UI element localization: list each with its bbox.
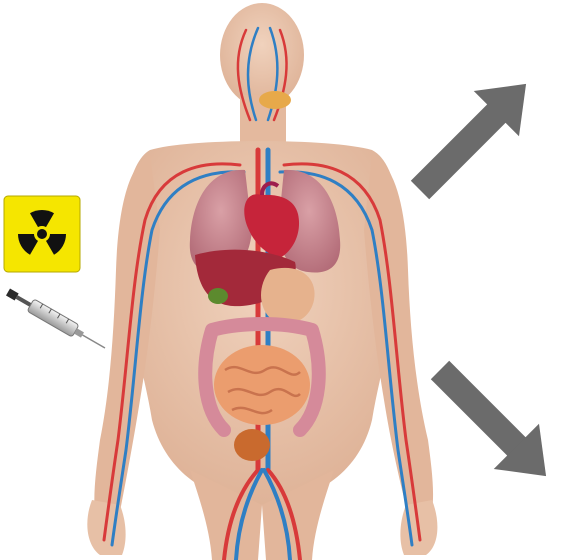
thyroid <box>259 91 291 109</box>
arrow-down-right-icon <box>417 347 568 498</box>
bladder <box>234 429 270 461</box>
stomach <box>261 268 315 323</box>
gallbladder <box>208 288 228 304</box>
arrow-up-right-icon <box>397 61 548 212</box>
radiation-hazard-icon <box>4 196 80 272</box>
syringe-icon <box>5 286 109 354</box>
